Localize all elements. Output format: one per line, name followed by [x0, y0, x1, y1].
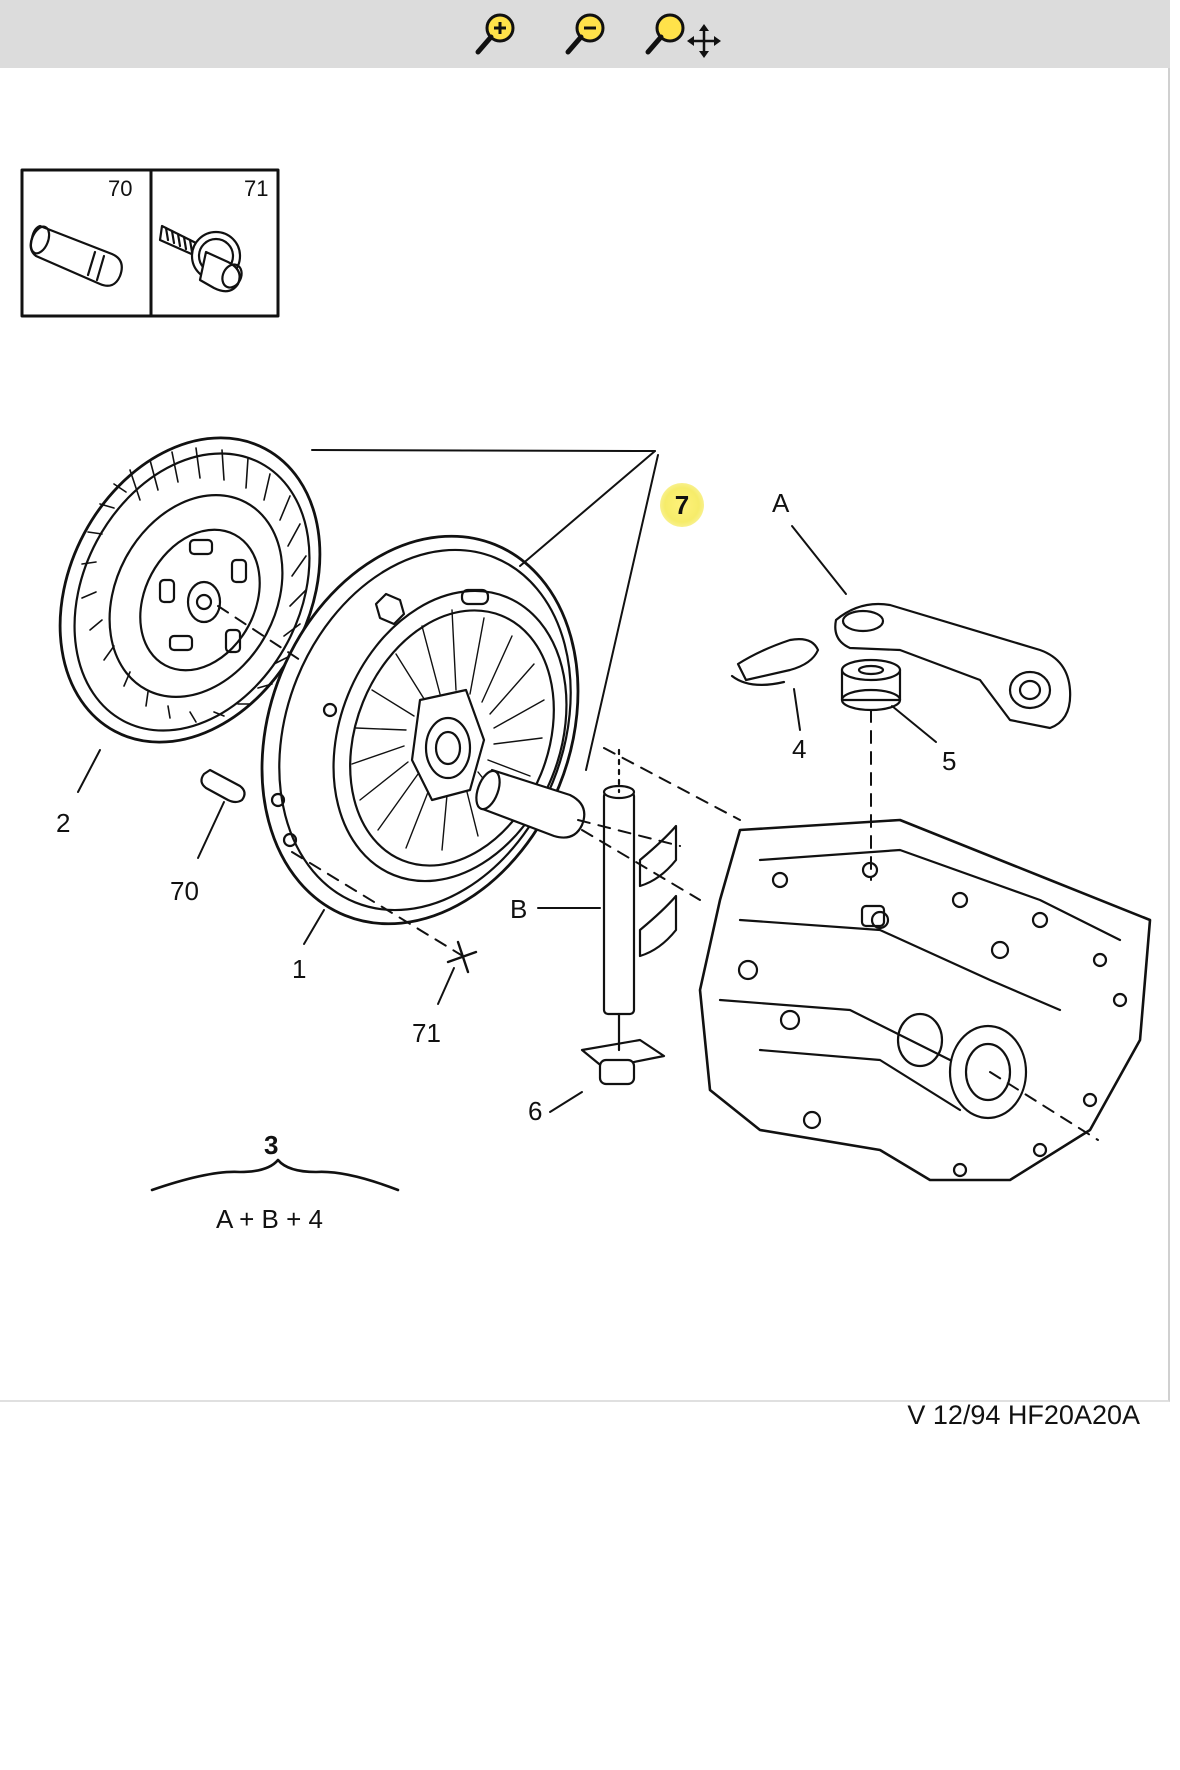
- pin-70-marker: [200, 768, 246, 804]
- pan-zoom-icon: [645, 13, 721, 58]
- release-fork: [834, 602, 1072, 730]
- inset-fasteners: [20, 168, 280, 318]
- dowel-pin-icon: [29, 224, 123, 287]
- zoom-out-icon: [565, 13, 605, 55]
- callout-5[interactable]: 5: [942, 746, 957, 776]
- zoom-in-button[interactable]: [470, 8, 522, 58]
- callout-4[interactable]: 4: [792, 734, 807, 764]
- callout-b[interactable]: B: [510, 894, 528, 924]
- bolt-71-marker: [446, 940, 478, 974]
- inset-label-70: 70: [108, 176, 133, 201]
- zoom-in-icon: [475, 13, 515, 55]
- pan-zoom-button[interactable]: [642, 8, 722, 58]
- callout-70[interactable]: 70: [170, 876, 199, 906]
- viewer-toolbar: [0, 0, 1170, 69]
- callout-a[interactable]: A: [772, 488, 790, 518]
- callout-2[interactable]: 2: [56, 808, 71, 838]
- kit-formula: A + B + 4: [216, 1204, 323, 1234]
- guide-tube: [475, 768, 586, 839]
- clutch-disc: [58, 436, 322, 744]
- exploded-diagram: [20, 168, 1152, 1192]
- gearbox-housing: [698, 818, 1152, 1182]
- retaining-clip: [730, 638, 820, 687]
- callout-6[interactable]: 6: [528, 1096, 543, 1126]
- bolt-icon: [158, 224, 243, 293]
- diagram-viewer[interactable]: 70 71 7 A 4 5 2 70 1 B 71 6 3 A + B + 4 …: [0, 68, 1170, 1430]
- figure-reference: V 12/94 HF20A20A: [907, 1400, 1140, 1430]
- release-bearing: [840, 658, 902, 712]
- inset-label-71: 71: [244, 176, 269, 201]
- kit-brace: [150, 1158, 400, 1192]
- shaft-bushing: [580, 1012, 666, 1086]
- callout-1[interactable]: 1: [292, 954, 307, 984]
- callout-3[interactable]: 3: [264, 1130, 279, 1160]
- zoom-out-button[interactable]: [560, 8, 612, 58]
- callout-7[interactable]: 7: [660, 483, 704, 527]
- callout-71[interactable]: 71: [412, 1018, 441, 1048]
- fork-shaft: [602, 748, 678, 1016]
